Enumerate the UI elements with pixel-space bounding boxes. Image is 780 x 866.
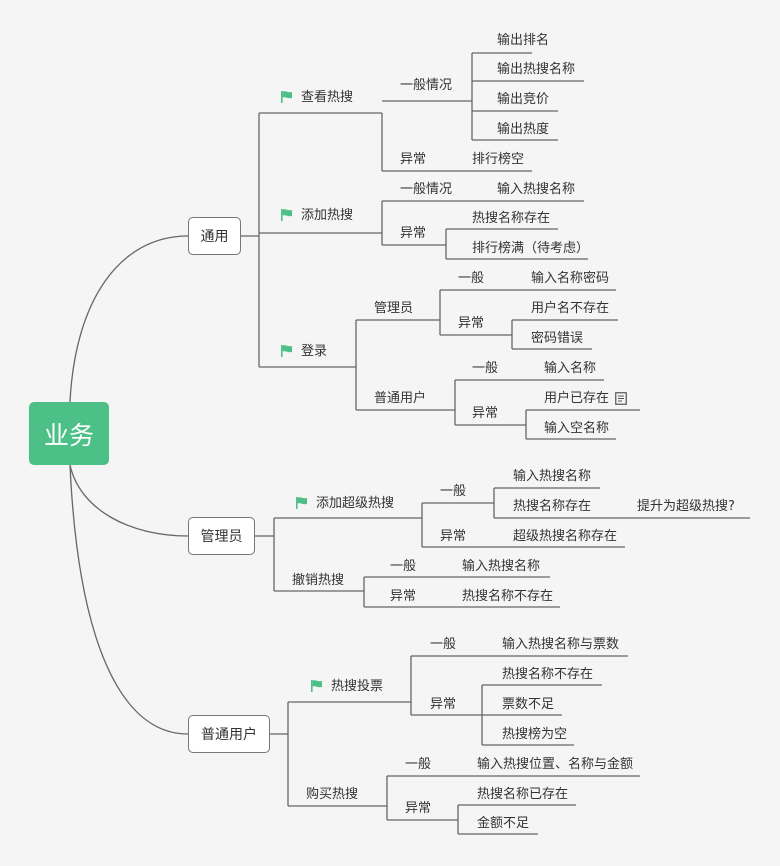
leaf-item[interactable]: 排行榜空 xyxy=(472,152,525,167)
topic-vote-hot[interactable]: 热搜投票 xyxy=(331,679,384,694)
topic-buy-hot[interactable]: 购买热搜 xyxy=(306,787,359,802)
leaf-item[interactable]: 热搜名称不存在 xyxy=(462,589,554,604)
label-user[interactable]: 普通用户 xyxy=(374,391,427,406)
flag-icon xyxy=(281,91,292,103)
label-error[interactable]: 异常 xyxy=(400,226,427,241)
topic-login[interactable]: 登录 xyxy=(301,344,328,359)
label-normal[interactable]: 一般 xyxy=(458,271,485,286)
leaf-item[interactable]: 输入空名称 xyxy=(544,421,610,436)
leaf-item[interactable]: 超级热搜名称存在 xyxy=(513,529,618,544)
leaf-item[interactable]: 排行榜满（待考虑） xyxy=(472,241,590,256)
leaf-item[interactable]: 票数不足 xyxy=(502,697,555,712)
label-error[interactable]: 异常 xyxy=(440,529,467,544)
leaf-item[interactable]: 输出竞价 xyxy=(497,92,550,107)
leaf-item[interactable]: 热搜名称不存在 xyxy=(502,667,594,682)
label-error[interactable]: 异常 xyxy=(472,406,499,421)
label-error[interactable]: 异常 xyxy=(405,801,432,816)
leaf-item[interactable]: 提升为超级热搜? xyxy=(637,499,735,514)
leaf-item[interactable]: 用户已存在 xyxy=(544,391,610,406)
note-icon[interactable] xyxy=(615,392,627,405)
leaf-item[interactable]: 热搜名称存在 xyxy=(472,211,551,226)
flag-icon xyxy=(311,680,322,692)
leaf-item[interactable]: 热搜名称存在 xyxy=(513,499,592,514)
leaf-item[interactable]: 输入热搜名称 xyxy=(513,469,592,484)
leaf-item[interactable]: 输入名称密码 xyxy=(531,271,610,286)
label-normal[interactable]: 一般 xyxy=(440,484,467,499)
leaf-item[interactable]: 输入热搜名称与票数 xyxy=(502,637,620,652)
leaf-item[interactable]: 用户名不存在 xyxy=(531,301,610,316)
label-normal[interactable]: 一般情况 xyxy=(400,182,453,197)
topic-revoke-hot[interactable]: 撤销热搜 xyxy=(292,573,345,588)
label-error[interactable]: 异常 xyxy=(458,316,485,331)
leaf-item[interactable]: 热搜名称已存在 xyxy=(477,787,569,802)
topic-view-hot[interactable]: 查看热搜 xyxy=(301,90,354,105)
label-normal[interactable]: 一般 xyxy=(472,361,499,376)
leaf-item[interactable]: 密码错误 xyxy=(531,331,584,346)
flag-icon xyxy=(281,345,292,357)
topic-add-super-hot[interactable]: 添加超级热搜 xyxy=(316,496,395,511)
label-normal[interactable]: 一般 xyxy=(390,559,417,574)
label-error[interactable]: 异常 xyxy=(430,697,457,712)
leaf-item[interactable]: 输入热搜位置、名称与金额 xyxy=(477,757,634,772)
topic-user[interactable]: 普通用户 xyxy=(188,715,270,753)
label-error[interactable]: 异常 xyxy=(400,152,427,167)
topic-general[interactable]: 通用 xyxy=(188,217,241,255)
flag-icon xyxy=(281,209,292,221)
leaf-item[interactable]: 输入热搜名称 xyxy=(497,182,576,197)
flag-icon xyxy=(296,497,307,509)
topic-admin[interactable]: 管理员 xyxy=(188,517,255,555)
label-normal[interactable]: 一般 xyxy=(405,757,432,772)
leaf-item[interactable]: 输入名称 xyxy=(544,361,597,376)
leaf-item[interactable]: 金额不足 xyxy=(477,816,530,831)
leaf-item[interactable]: 输出热度 xyxy=(497,122,550,137)
root-topic[interactable]: 业务 xyxy=(29,402,109,465)
leaf-item[interactable]: 输入热搜名称 xyxy=(462,559,541,574)
topic-add-hot[interactable]: 添加热搜 xyxy=(301,208,354,223)
label-normal[interactable]: 一般情况 xyxy=(400,78,453,93)
leaf-item[interactable]: 热搜榜为空 xyxy=(502,727,568,742)
label-error[interactable]: 异常 xyxy=(390,589,417,604)
label-normal[interactable]: 一般 xyxy=(430,637,457,652)
label-admin[interactable]: 管理员 xyxy=(374,301,414,316)
leaf-item[interactable]: 输出排名 xyxy=(497,33,550,48)
leaf-item[interactable]: 输出热搜名称 xyxy=(497,62,576,77)
